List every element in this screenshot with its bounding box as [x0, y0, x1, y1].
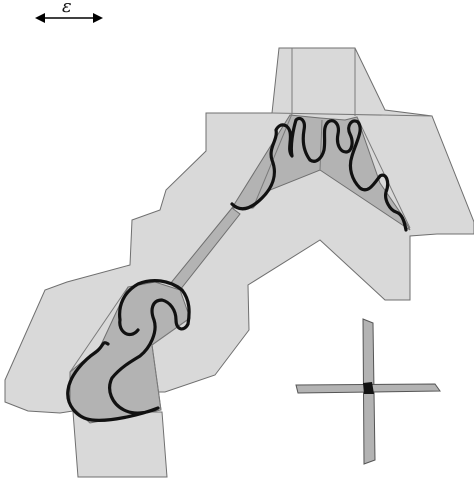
upper-neighborhood-region [4, 47, 474, 414]
scale-arrow-right-head [93, 13, 103, 23]
scale-arrow-left-head [35, 13, 45, 23]
epsilon-label: ε [62, 0, 72, 17]
seam-horizontal [271, 112, 433, 117]
lower-boundary-curve [66, 279, 191, 422]
cross-center-mark [363, 382, 374, 394]
seam-upper-center [319, 119, 323, 171]
seam-upper-right [356, 116, 411, 229]
cross-symbol [295, 318, 441, 465]
epsilon-scale-marker: ε [35, 0, 103, 23]
lower-neighborhood-region [72, 411, 168, 478]
upper-boundary-curve [230, 116, 408, 232]
seam-lower-left [69, 286, 129, 373]
